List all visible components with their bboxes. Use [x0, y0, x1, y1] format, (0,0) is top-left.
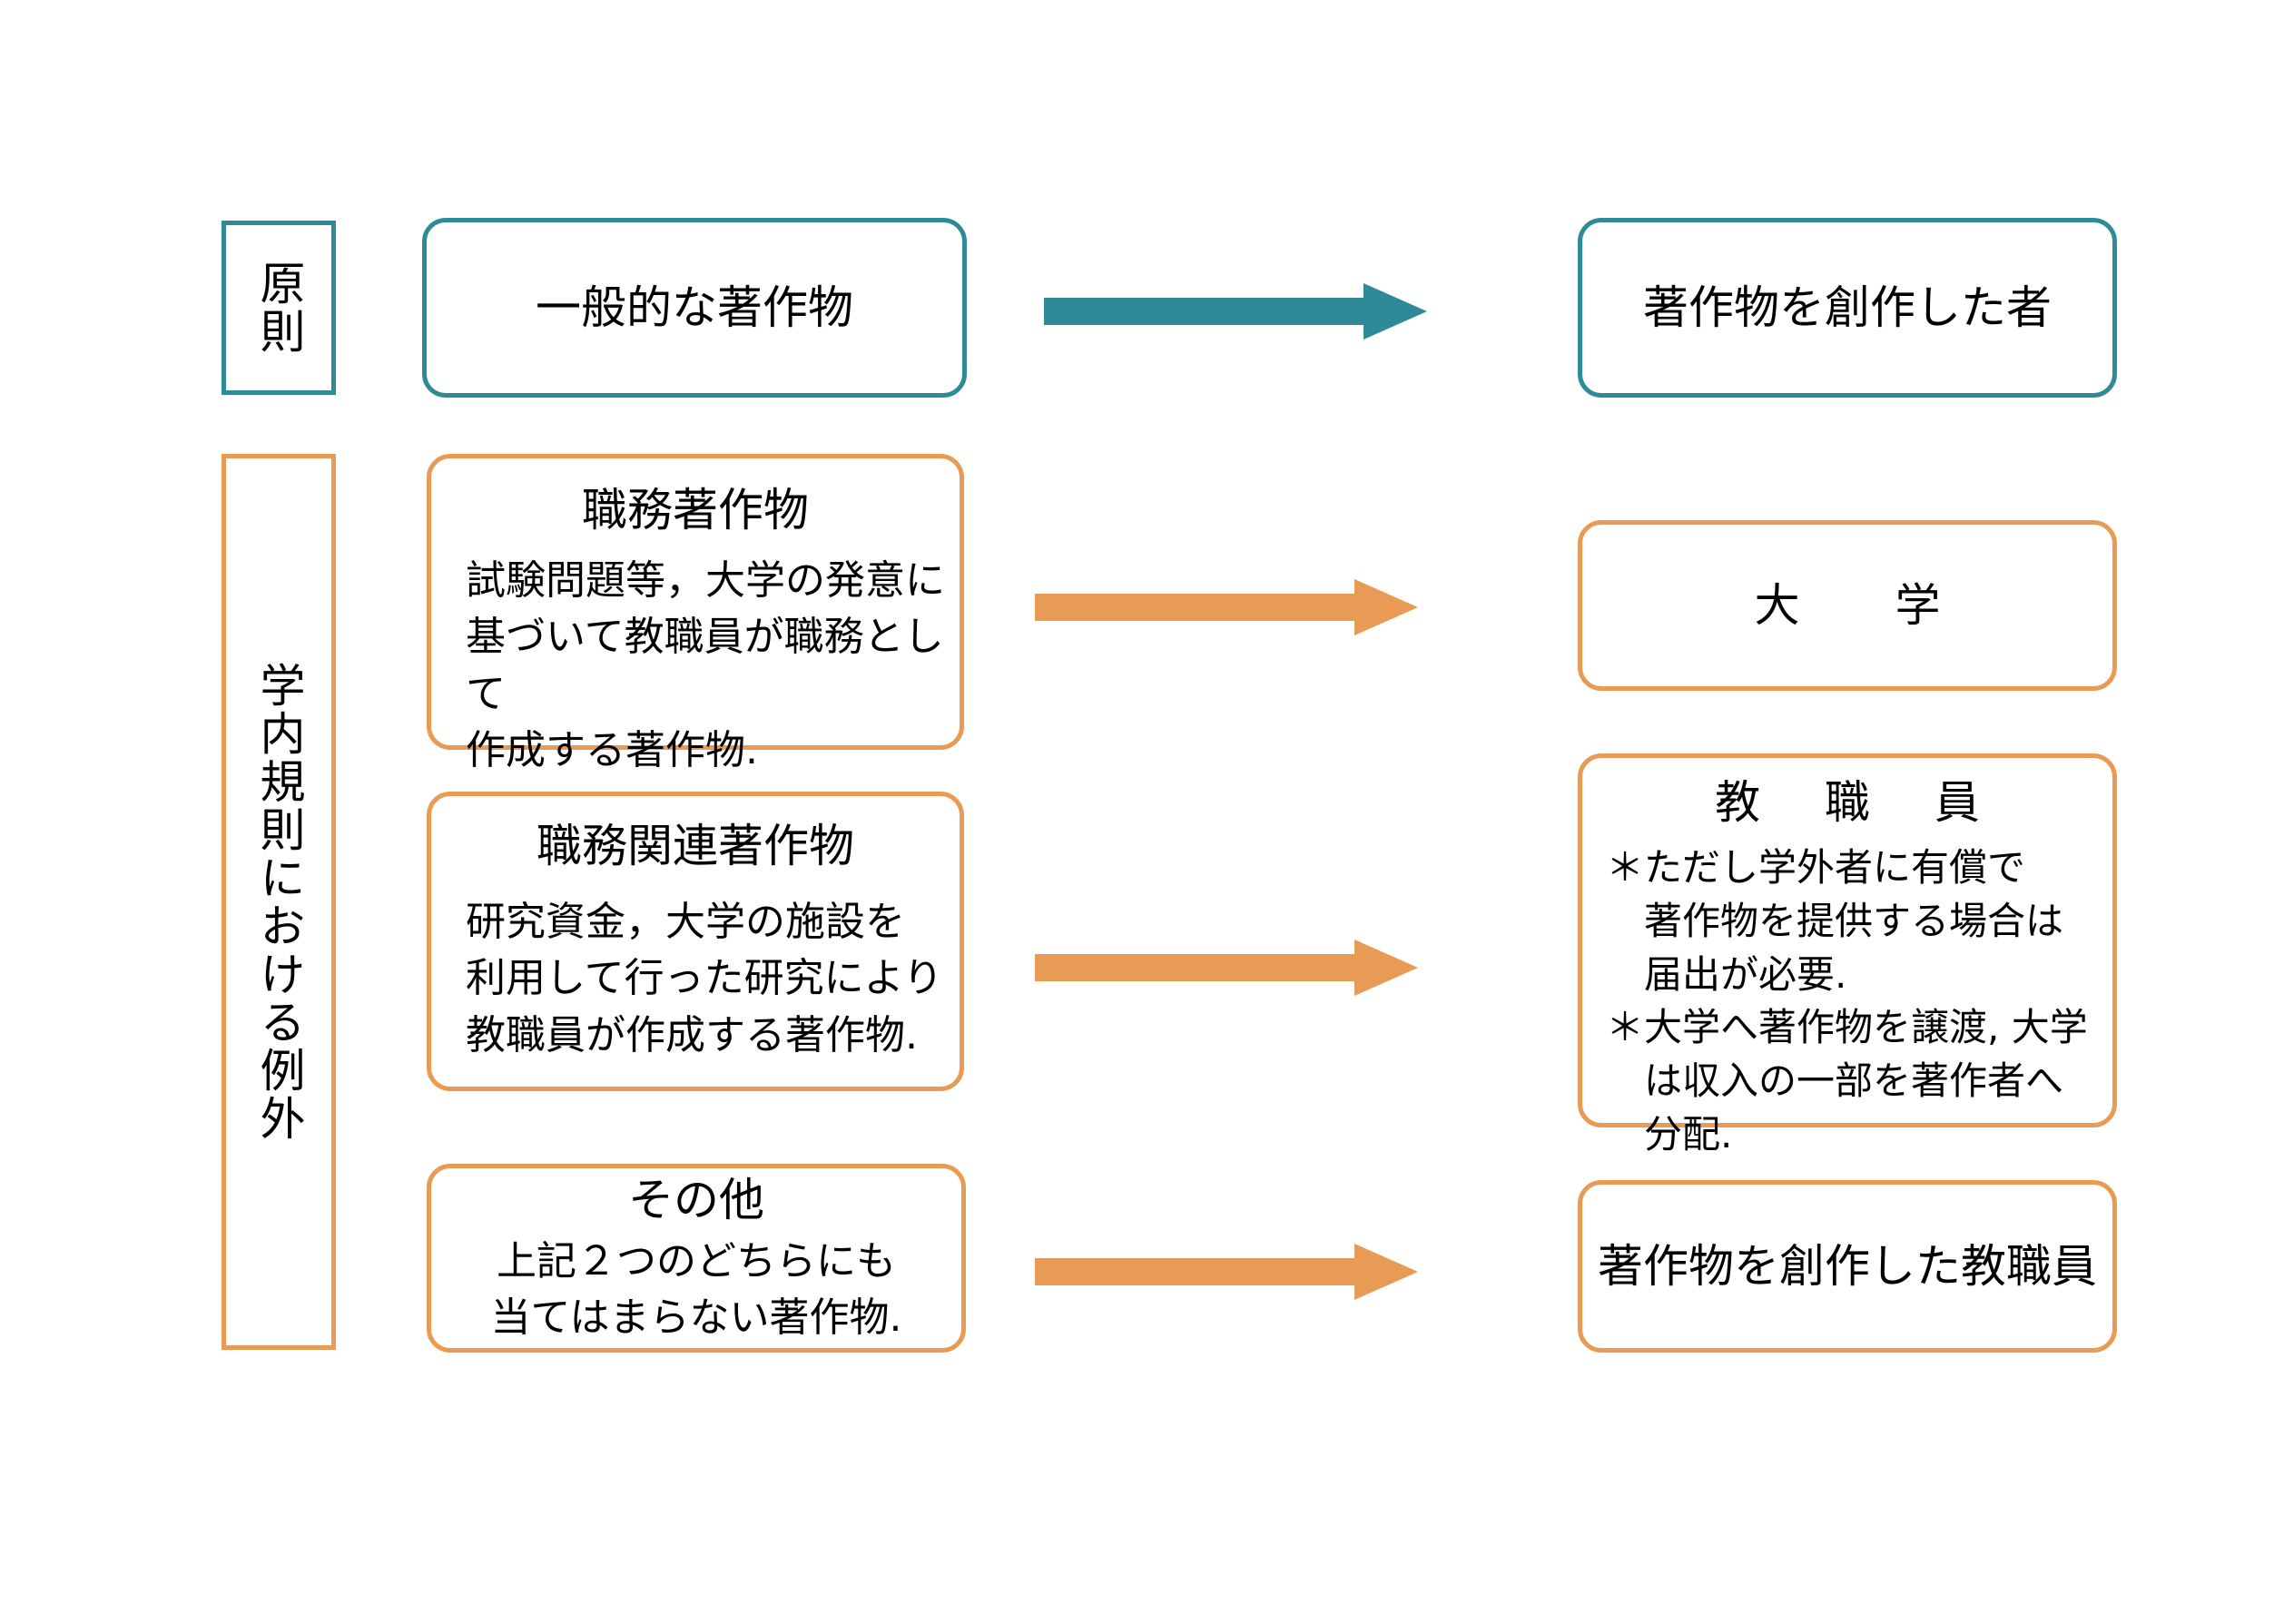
card-work-related-to-duties-body: 研究資金，大学の施設を 利用して行った研究により 教職員が作成する著作物. — [466, 899, 943, 1058]
note-text: 大学へ著作物を譲渡, 大学 は収入の一部を著作者へ 分配. — [1644, 1005, 2088, 1156]
note-marker-icon: ＊ — [1606, 845, 1645, 890]
card-other-works-body: 上記２つのどちらにも 当てはまらない著作物. — [490, 1237, 902, 1341]
card-general-work: 一般的な著作物 — [422, 218, 967, 398]
arrow-general-work-to-creator — [1044, 283, 1427, 340]
card-other-works: その他 上記２つのどちらにも 当てはまらない著作物. — [427, 1164, 966, 1353]
note-text: ただし学外者に有償で 著作物を提供する場合は 届出が必要. — [1644, 845, 2064, 997]
card-creator-title: 著作物を創作した者 — [1643, 281, 2052, 334]
card-work-related-to-duties: 職務関連著作物 研究資金，大学の施設を 利用して行った研究により 教職員が作成す… — [427, 792, 964, 1091]
arrow-work-made-for-hire-to-university — [1035, 579, 1418, 635]
arrow-other-works-to-creating-faculty — [1035, 1244, 1418, 1300]
rail-exception-label: 学内規則における例外 — [252, 661, 306, 1143]
card-faculty-staff: 教 職 員 ＊ ただし学外者に有償で 著作物を提供する場合は 届出が必要. ＊ … — [1578, 753, 2117, 1156]
card-work-made-for-hire-body: 試験問題等，大学の発意に 基づいて教職員が職務として 作成する著作物. — [466, 557, 945, 774]
card-faculty-staff-note-2: ＊ 大学へ著作物を譲渡, 大学 は収入の一部を著作者へ 分配. — [1582, 1001, 2088, 1161]
card-creator: 著作物を創作した者 — [1578, 218, 2117, 398]
card-other-works-title: その他 — [628, 1173, 764, 1226]
card-university-title: 大 学 — [1754, 579, 1965, 632]
card-work-related-to-duties-title: 職務関連著作物 — [537, 820, 854, 872]
card-creating-faculty-staff-title: 著作物を創作した教職員 — [1598, 1240, 2097, 1293]
rail-principle-label: 原則 — [252, 260, 306, 356]
card-general-work-title: 一般的な著作物 — [536, 281, 853, 334]
note-marker-icon: ＊ — [1606, 1005, 1645, 1050]
rail-exception: 学内規則における例外 — [222, 454, 336, 1350]
card-faculty-staff-note-1: ＊ ただし学外者に有償で 著作物を提供する場合は 届出が必要. — [1582, 842, 2063, 1001]
card-university: 大 学 — [1578, 520, 2117, 691]
rail-principle: 原則 — [222, 221, 336, 395]
card-faculty-staff-title: 教 職 員 — [1715, 776, 2005, 829]
card-work-made-for-hire-title: 職務著作物 — [582, 484, 809, 536]
card-creating-faculty-staff: 著作物を創作した教職員 — [1578, 1180, 2117, 1353]
arrow-work-related-to-duties-to-faculty — [1035, 940, 1418, 996]
card-work-made-for-hire: 職務著作物 試験問題等，大学の発意に 基づいて教職員が職務として 作成する著作物… — [427, 454, 964, 773]
